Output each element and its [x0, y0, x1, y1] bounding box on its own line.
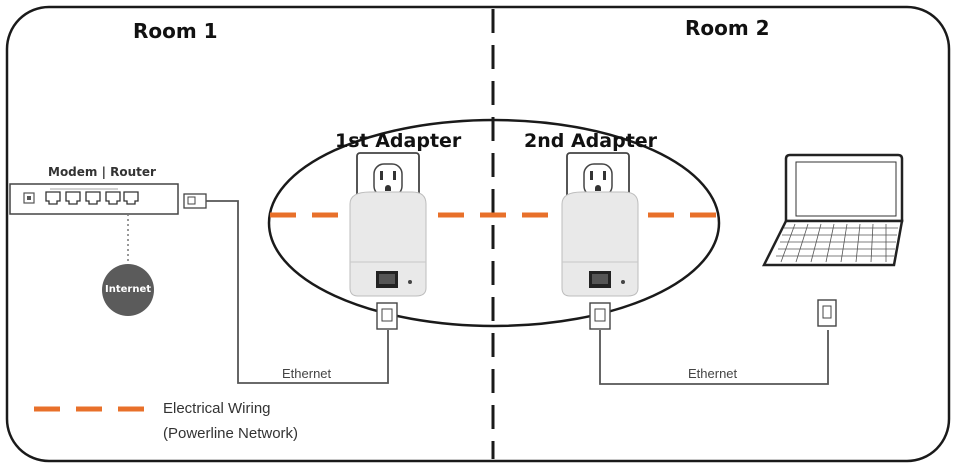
- ethernet-label-left: Ethernet: [282, 366, 332, 381]
- internet-label: Internet: [105, 284, 152, 295]
- ethernet-label-right: Ethernet: [688, 366, 738, 381]
- ethernet-plug-modem-icon: [183, 193, 207, 209]
- powerline-adapter-2: [561, 152, 639, 330]
- laptop-icon: [761, 153, 904, 327]
- ethernet-cable-right: [599, 330, 829, 385]
- modem-router-label: Modem | Router: [48, 165, 156, 179]
- diagram-frame: [5, 5, 951, 463]
- room-1-label: Room 1: [133, 19, 218, 43]
- legend-line-1: Electrical Wiring: [163, 400, 271, 417]
- adapter-2-label: 2nd Adapter: [524, 130, 658, 152]
- room-2-label: Room 2: [685, 16, 770, 40]
- powerline-adapter-1: [349, 152, 427, 330]
- modem-router-icon: [9, 183, 179, 215]
- adapter-1-label: 1st Adapter: [335, 130, 462, 152]
- internet-globe: [102, 264, 154, 316]
- adapter-ellipse: [267, 118, 721, 328]
- ethernet-cable-left: [206, 200, 389, 384]
- legend-line-2: (Powerline Network): [163, 425, 299, 442]
